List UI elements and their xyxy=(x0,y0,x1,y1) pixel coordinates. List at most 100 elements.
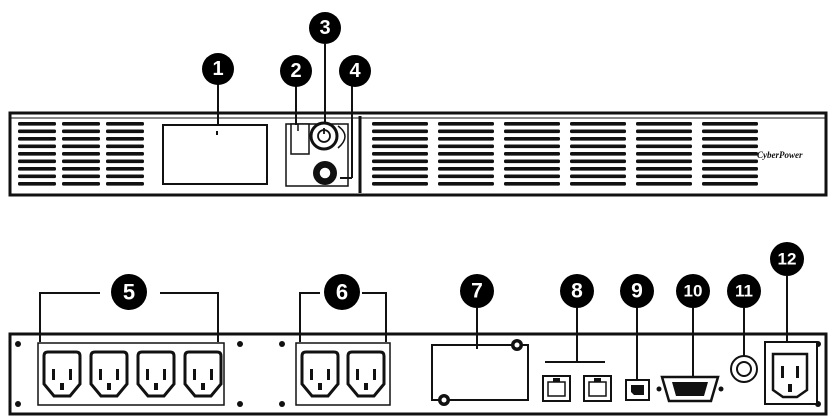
vent-slot xyxy=(438,137,494,141)
network-port-in[interactable] xyxy=(542,375,571,402)
vent-slot xyxy=(62,182,100,186)
vent-slot xyxy=(106,144,144,149)
vent-slot xyxy=(702,129,758,134)
vent-slot xyxy=(372,159,428,164)
battery-indicator-bracket xyxy=(337,125,346,149)
callout-7: 7 xyxy=(460,274,494,308)
vent-slot xyxy=(18,129,56,134)
iec-outlet[interactable] xyxy=(300,350,340,398)
vent-slot xyxy=(106,167,144,171)
vent-slot xyxy=(702,137,758,141)
vent-slot xyxy=(504,159,560,164)
vent-slot xyxy=(504,122,560,126)
vent-slot xyxy=(18,174,56,179)
vent-slot xyxy=(636,167,692,171)
callout-11-number: 11 xyxy=(735,282,753,301)
rear-callouts: 5 6 7 8 9 10 11 12 xyxy=(39,242,804,381)
iec-outlet[interactable] xyxy=(183,350,223,398)
iec-outlet[interactable] xyxy=(89,350,129,398)
vent-slot xyxy=(62,152,100,156)
vent-slot xyxy=(504,137,560,141)
network-port-out[interactable] xyxy=(583,375,612,402)
power-switch[interactable] xyxy=(309,121,339,151)
vent-slot xyxy=(18,122,56,126)
vent-slot xyxy=(62,167,100,171)
callout-11: 11 xyxy=(727,274,761,308)
vent-slot xyxy=(504,182,560,186)
vent-slot xyxy=(372,122,428,126)
vent-slot xyxy=(438,182,494,186)
vent-slot xyxy=(106,174,144,179)
vent-slot xyxy=(504,174,560,179)
vent-slot xyxy=(372,174,428,179)
vent-slot xyxy=(636,159,692,164)
vent-slot xyxy=(106,152,144,156)
vent-slot xyxy=(504,167,560,171)
callout-1-number: 1 xyxy=(212,58,223,80)
callout-6-bracket xyxy=(299,292,387,342)
vent-slot xyxy=(570,152,626,156)
battery-status-indicator xyxy=(313,161,337,185)
vent-slot xyxy=(18,167,56,171)
vent-slot xyxy=(570,174,626,179)
front-right-vent-grille xyxy=(372,122,758,186)
vent-slot xyxy=(372,129,428,134)
vent-slot xyxy=(636,144,692,149)
vent-slot xyxy=(62,159,100,164)
callout-4: 4 xyxy=(339,55,371,87)
vent-slot xyxy=(372,152,428,156)
usb-port[interactable] xyxy=(625,379,650,401)
vent-slot xyxy=(702,174,758,179)
vent-slot xyxy=(372,182,428,186)
vent-slot xyxy=(570,182,626,186)
callout-12: 12 xyxy=(770,242,804,276)
vent-slot xyxy=(18,159,56,164)
vent-slot xyxy=(372,167,428,171)
vent-slot xyxy=(570,137,626,141)
callout-5-number: 5 xyxy=(123,280,135,305)
callout-5: 5 xyxy=(111,274,147,310)
vent-slot xyxy=(702,167,758,171)
vent-slot xyxy=(372,137,428,141)
vent-slot xyxy=(636,152,692,156)
front-left-vent-grille xyxy=(18,122,144,186)
circuit-breaker[interactable] xyxy=(730,355,758,383)
iec-outlet[interactable] xyxy=(136,350,176,398)
iec-outlet[interactable] xyxy=(346,350,386,398)
vent-slot xyxy=(438,144,494,149)
serial-port[interactable] xyxy=(656,375,724,403)
vent-slot xyxy=(702,122,758,126)
vent-slot xyxy=(106,122,144,126)
vent-slot xyxy=(62,122,100,126)
vent-slot xyxy=(18,137,56,141)
iec-outlet[interactable] xyxy=(42,350,82,398)
vent-slot xyxy=(62,137,100,141)
rear-panel xyxy=(8,332,828,416)
vent-slot xyxy=(570,129,626,134)
callout-12-number: 12 xyxy=(778,250,797,269)
vent-slot xyxy=(438,122,494,126)
callout-8: 8 xyxy=(560,274,594,308)
ac-input-socket[interactable] xyxy=(764,341,818,405)
vent-slot xyxy=(636,174,692,179)
vent-slot xyxy=(372,144,428,149)
battery-backup-outlets xyxy=(42,350,223,398)
callout-1: 1 xyxy=(202,53,234,85)
callout-3-number: 3 xyxy=(319,17,330,39)
vent-slot xyxy=(106,159,144,164)
callout-2: 2 xyxy=(280,55,312,87)
vent-slot xyxy=(62,144,100,149)
callout-9-number: 9 xyxy=(631,280,643,303)
vent-slot xyxy=(636,137,692,141)
mute-button[interactable] xyxy=(290,123,310,155)
callout-9: 9 xyxy=(620,274,654,308)
vent-slot xyxy=(62,129,100,134)
vent-slot xyxy=(106,129,144,134)
vent-slot xyxy=(702,152,758,156)
vent-slot xyxy=(570,159,626,164)
vent-slot xyxy=(504,144,560,149)
snmp-slot[interactable] xyxy=(431,339,529,406)
vent-slot xyxy=(18,144,56,149)
vent-slot xyxy=(636,182,692,186)
